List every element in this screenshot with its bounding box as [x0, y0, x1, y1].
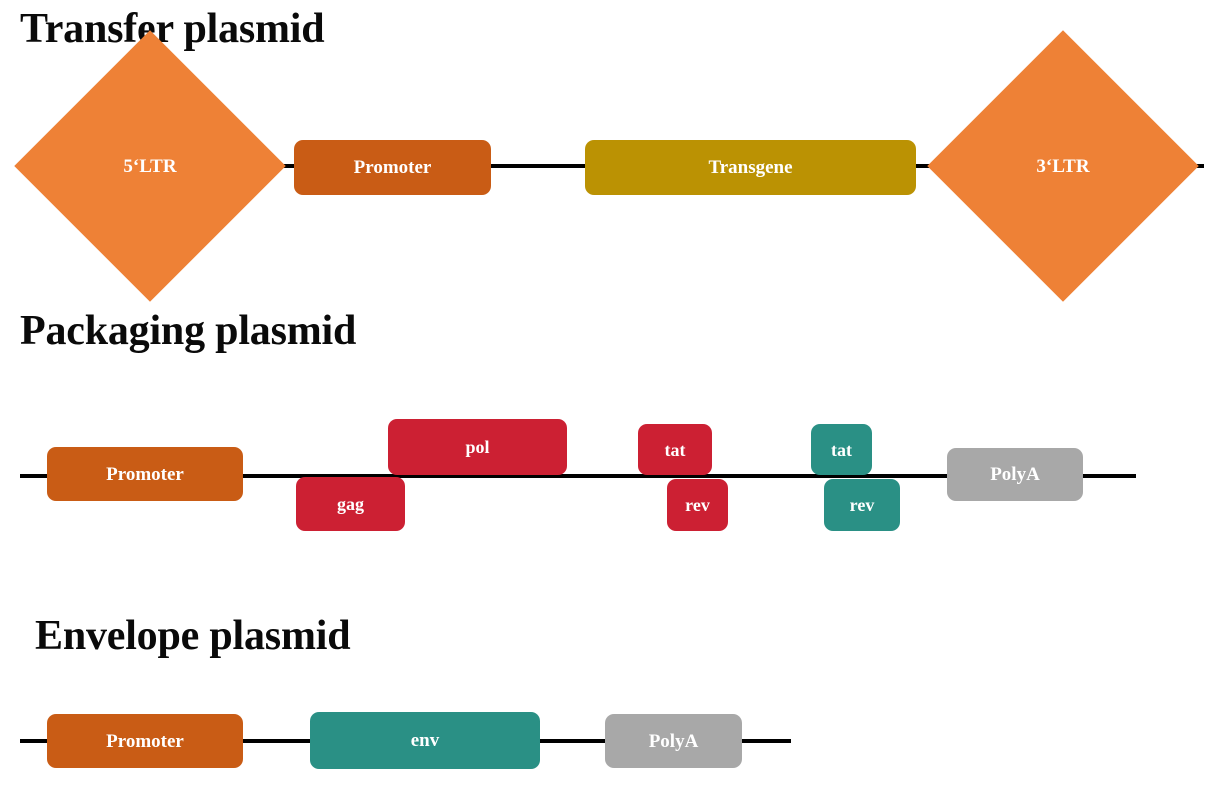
- feature-tat-teal[interactable]: tat: [811, 424, 872, 475]
- section-title-packaging: Packaging plasmid: [20, 308, 357, 354]
- feature-label: tat: [664, 439, 686, 460]
- feature-label: Promoter: [353, 157, 432, 178]
- feature-label: Promoter: [106, 463, 184, 485]
- section-title-transfer: Transfer plasmid: [20, 6, 325, 52]
- feature-label: Transgene: [708, 157, 793, 178]
- feature-label: rev: [685, 495, 710, 515]
- feature-rev-teal[interactable]: rev: [824, 479, 900, 531]
- feature-label: Promoter: [106, 730, 184, 752]
- feature-label: rev: [849, 495, 875, 515]
- section-title-envelope: Envelope plasmid: [35, 613, 351, 659]
- feature-promoter-packaging[interactable]: Promoter: [47, 447, 243, 501]
- feature-label: tat: [831, 439, 852, 460]
- feature-label: gag: [337, 494, 364, 514]
- feature-transgene[interactable]: Transgene: [585, 140, 916, 195]
- feature-promoter-transfer[interactable]: Promoter: [294, 140, 491, 195]
- feature-gag[interactable]: gag: [296, 477, 405, 531]
- feature-pol[interactable]: pol: [388, 419, 567, 475]
- feature-rev-red[interactable]: rev: [667, 479, 728, 531]
- feature-3-prime-ltr[interactable]: 3‘LTR: [927, 30, 1199, 302]
- feature-promoter-envelope[interactable]: Promoter: [47, 714, 243, 768]
- feature-label: 5‘LTR: [123, 155, 177, 177]
- feature-5-prime-ltr[interactable]: 5‘LTR: [14, 30, 286, 302]
- feature-label: PolyA: [990, 464, 1040, 485]
- backbone-line-packaging: [20, 474, 1136, 478]
- feature-tat-red[interactable]: tat: [638, 424, 712, 475]
- feature-env[interactable]: env: [310, 712, 540, 769]
- feature-polya-packaging[interactable]: PolyA: [947, 448, 1083, 501]
- feature-polya-envelope[interactable]: PolyA: [605, 714, 742, 768]
- feature-label: pol: [465, 437, 490, 457]
- feature-label: 3‘LTR: [1036, 155, 1090, 177]
- feature-label: env: [410, 730, 440, 751]
- feature-label: PolyA: [648, 730, 699, 752]
